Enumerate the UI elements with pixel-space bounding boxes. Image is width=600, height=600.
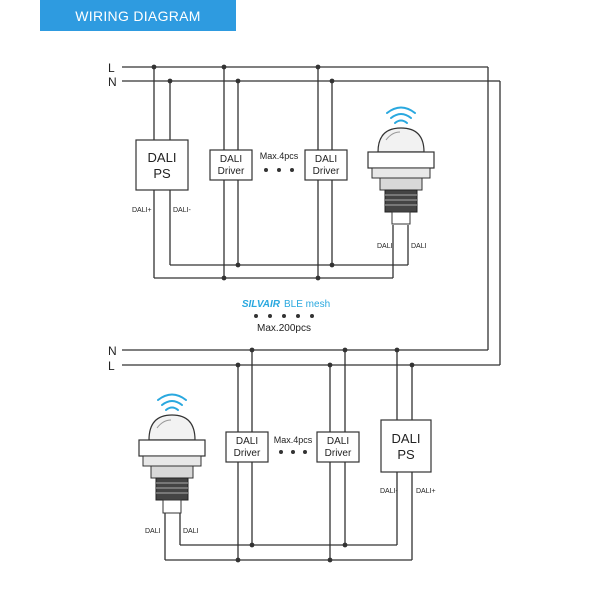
bottom-sensor-pin-a: DALI <box>145 528 161 535</box>
mesh-max-label: Max.200pcs <box>257 323 311 334</box>
top-sensor-pin-a: DALI <box>377 243 393 250</box>
top-dali-driver-1: DALI Driver <box>209 149 253 181</box>
top-sensor-pin-b: DALI <box>411 243 427 250</box>
svg-text:DALI: DALI <box>220 154 242 165</box>
top-dali-ps: DALI PS <box>135 139 189 191</box>
top-wireless-icon <box>386 106 416 124</box>
bottom-ps-pin-a: DALI- <box>380 488 399 495</box>
svg-text:PS: PS <box>153 166 171 181</box>
top-max-drivers-label: Max.4pcs <box>260 151 299 161</box>
svg-text:Driver: Driver <box>313 166 340 177</box>
svg-text:Driver: Driver <box>234 448 261 459</box>
mesh-ellipsis-dots <box>254 314 314 318</box>
mesh-label: BLE mesh <box>284 299 330 310</box>
bottom-dali-ps: DALI PS <box>380 419 432 473</box>
top-ellipsis-dots <box>264 168 294 172</box>
bottom-ps-pin-b: DALI+ <box>416 488 436 495</box>
svg-text:PS: PS <box>397 447 415 462</box>
top-dali-driver-2: DALI Driver <box>304 149 348 181</box>
top-ps-pin-b: DALI- <box>173 207 192 214</box>
bottom-l-label: L <box>108 359 115 373</box>
bottom-sensor <box>138 393 206 514</box>
mesh-brand-logo: SILVAIR <box>242 299 281 310</box>
bottom-wireless-icon <box>157 393 187 411</box>
diagram-title-bar: WIRING DIAGRAM <box>40 0 236 31</box>
svg-text:DALI: DALI <box>148 150 177 165</box>
svg-text:DALI: DALI <box>392 431 421 446</box>
bottom-max-drivers-label: Max.4pcs <box>274 435 313 445</box>
svg-text:DALI: DALI <box>236 436 258 447</box>
svg-text:DALI: DALI <box>327 436 349 447</box>
top-sensor <box>367 106 435 225</box>
top-l-label: L <box>108 61 115 75</box>
bottom-dali-driver-2: DALI Driver <box>316 431 360 463</box>
junctions <box>151 64 415 563</box>
bottom-ellipsis-dots <box>279 450 307 454</box>
diagram-title: WIRING DIAGRAM <box>75 7 201 24</box>
svg-text:DALI: DALI <box>315 154 337 165</box>
bottom-sensor-pin-b: DALI <box>183 528 199 535</box>
top-ps-pin-a: DALI+ <box>132 207 152 214</box>
bottom-dali-driver-1: DALI Driver <box>225 431 269 463</box>
svg-text:Driver: Driver <box>218 166 245 177</box>
svg-text:Driver: Driver <box>325 448 352 459</box>
top-n-label: N <box>108 75 117 89</box>
bottom-n-label: N <box>108 344 117 358</box>
